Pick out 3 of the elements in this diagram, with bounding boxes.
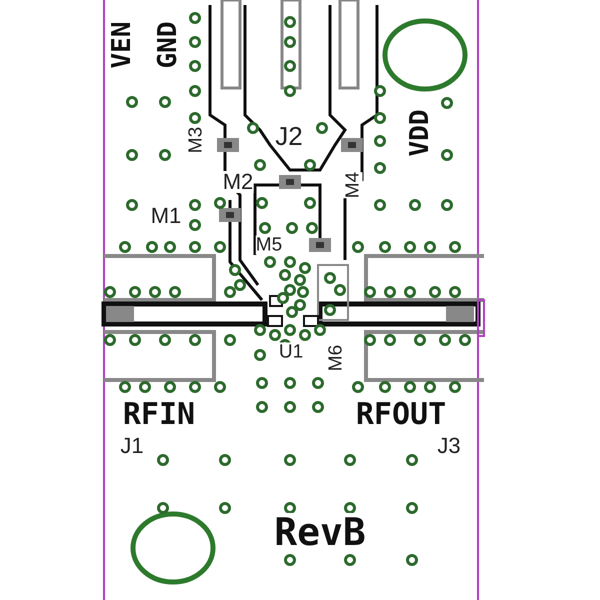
component-designator: M5	[256, 236, 282, 254]
component-designator: M2	[222, 171, 254, 193]
component-designator: M4	[344, 172, 362, 198]
